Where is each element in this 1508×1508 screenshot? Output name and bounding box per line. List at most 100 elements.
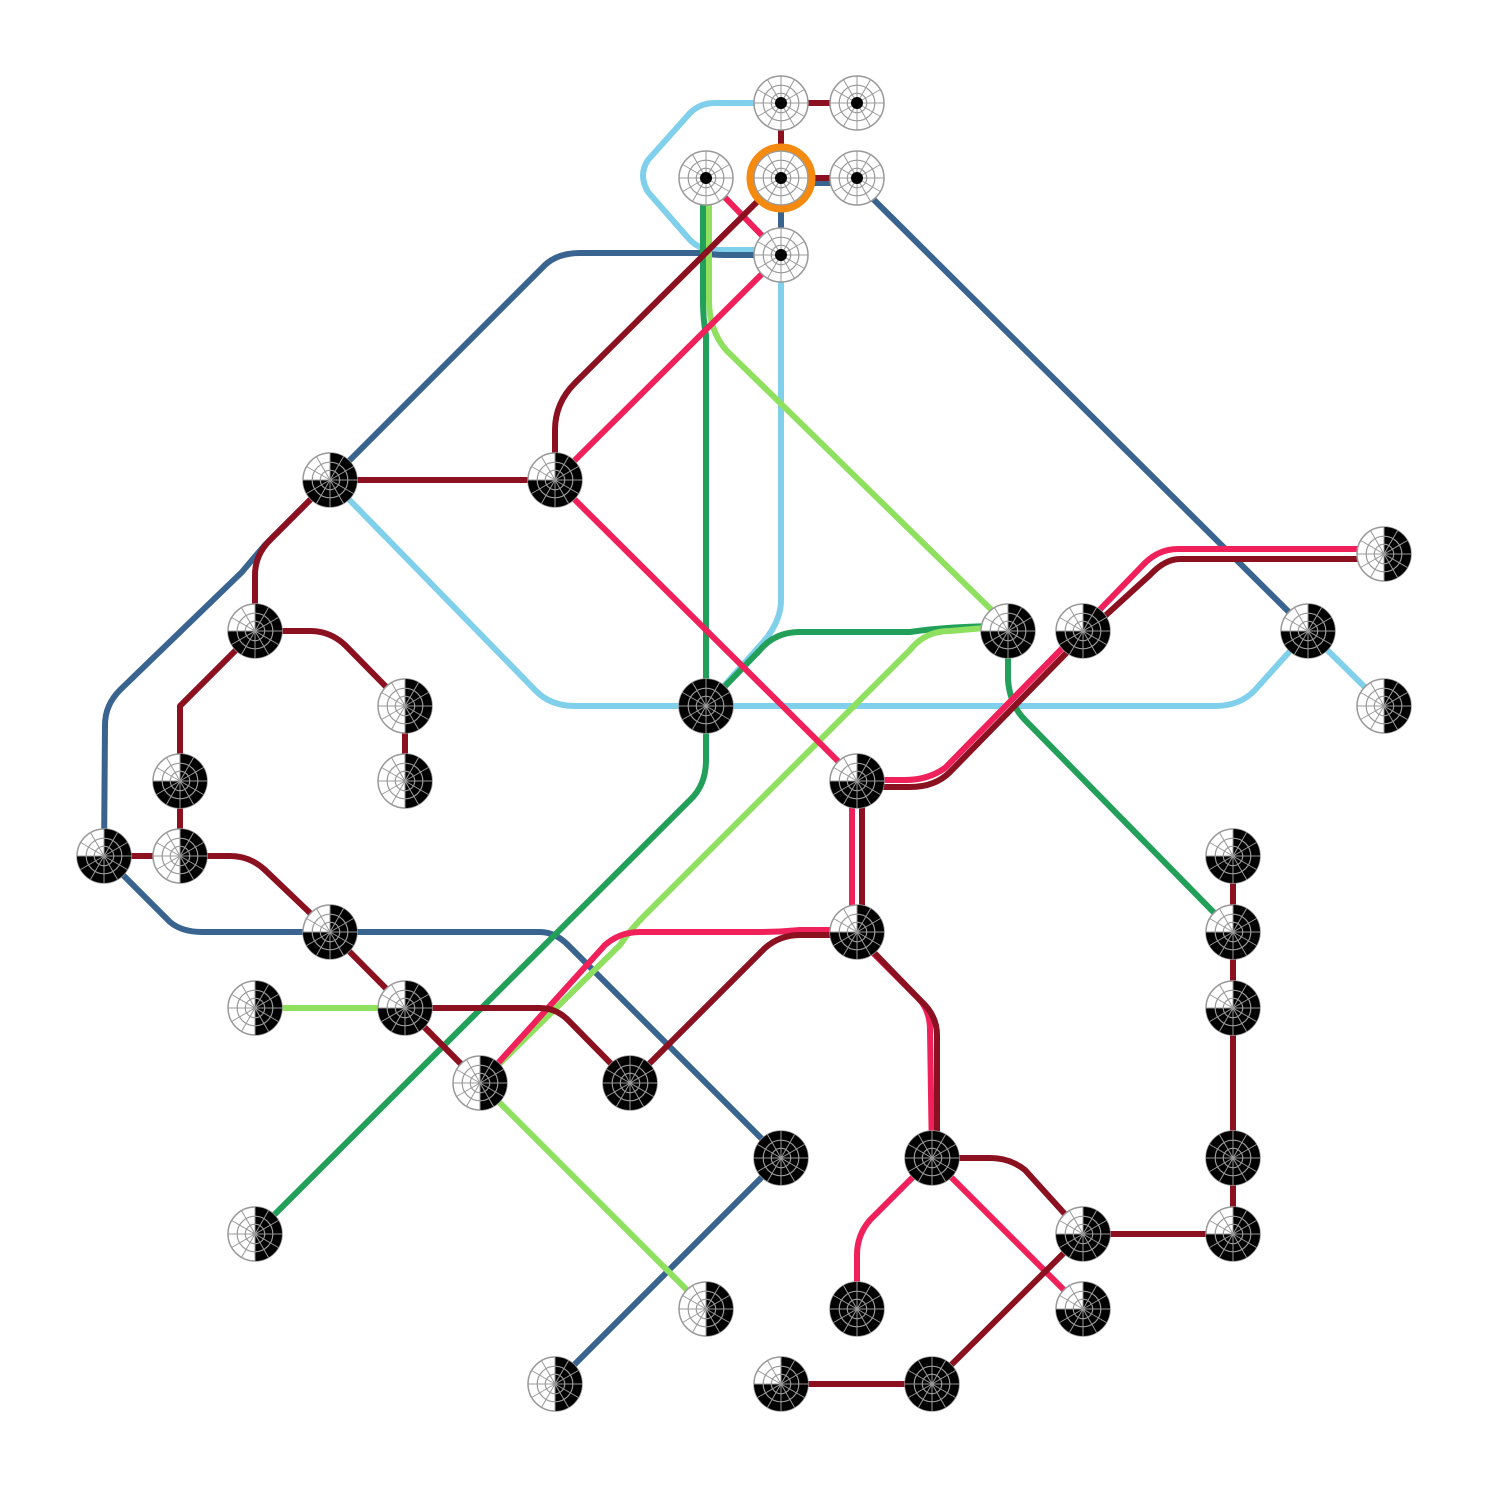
station-marker[interactable]: [302, 904, 358, 960]
station-marker[interactable]: [829, 150, 885, 206]
route-light-green[interactable]: [477, 197, 1011, 1086]
station-spoke: [231, 617, 279, 645]
station-marker[interactable]: [76, 828, 132, 884]
station-spoke: [1360, 540, 1408, 568]
station-core: [700, 172, 712, 184]
station-spoke: [1209, 842, 1257, 870]
station-spoke: [156, 842, 204, 870]
station-marker[interactable]: [753, 1356, 809, 1412]
route-dark-red[interactable]: [177, 853, 483, 1086]
station-marker[interactable]: [1205, 828, 1261, 884]
station-marker[interactable]: [1205, 1130, 1261, 1186]
station-spoke: [682, 1295, 730, 1323]
station-spoke: [381, 767, 429, 795]
station-spoke: [531, 466, 579, 494]
route-sky-blue[interactable]: [640, 100, 1311, 709]
station-marker[interactable]: [753, 1130, 809, 1186]
station-marker[interactable]: [302, 452, 358, 508]
route-crimson[interactable]: [402, 927, 860, 1086]
station-marker[interactable]: [602, 1055, 658, 1111]
station-spoke: [606, 1069, 654, 1097]
station-marker[interactable]: [829, 753, 885, 809]
route-dark-red[interactable]: [252, 628, 408, 784]
station-spoke: [231, 994, 279, 1022]
station-spoke: [833, 1295, 881, 1323]
station-core: [775, 249, 787, 261]
station-spoke: [1209, 994, 1257, 1022]
station-marker[interactable]: [1356, 678, 1412, 734]
route-green[interactable]: [252, 197, 709, 1237]
stations: [76, 75, 1412, 1412]
station-spoke: [757, 1144, 805, 1172]
station-spoke: [1209, 1144, 1257, 1172]
station-marker[interactable]: [527, 1356, 583, 1412]
station-marker[interactable]: [980, 603, 1036, 659]
station-spoke: [1059, 1220, 1107, 1248]
station-marker[interactable]: [746, 143, 816, 213]
station-marker[interactable]: [1205, 904, 1261, 960]
station-marker[interactable]: [829, 1281, 885, 1337]
route-dark-red[interactable]: [859, 556, 1387, 935]
station-core: [775, 172, 787, 184]
station-marker[interactable]: [1055, 603, 1111, 659]
station-spoke: [984, 617, 1032, 645]
route-dark-red[interactable]: [101, 100, 860, 859]
station-spoke: [80, 842, 128, 870]
station-spoke: [306, 918, 354, 946]
station-marker[interactable]: [227, 1206, 283, 1262]
station-marker[interactable]: [753, 75, 809, 131]
station-marker[interactable]: [377, 753, 433, 809]
station-marker[interactable]: [377, 980, 433, 1036]
station-spoke: [833, 767, 881, 795]
station-spoke: [456, 1069, 504, 1097]
station-marker[interactable]: [678, 678, 734, 734]
station-spoke: [1059, 617, 1107, 645]
route-crimson[interactable]: [929, 1155, 1086, 1312]
station-spoke: [1209, 918, 1257, 946]
station-spoke: [757, 1370, 805, 1398]
station-marker[interactable]: [904, 1356, 960, 1412]
station-spoke: [908, 1370, 956, 1398]
station-marker[interactable]: [829, 75, 885, 131]
route-lines: [101, 100, 1389, 1387]
station-spoke: [156, 767, 204, 795]
route-sky-blue[interactable]: [327, 477, 709, 709]
station-marker[interactable]: [1205, 1206, 1261, 1262]
station-marker[interactable]: [1280, 603, 1336, 659]
station-marker[interactable]: [678, 150, 734, 206]
station-marker[interactable]: [904, 1130, 960, 1186]
station-spoke: [908, 1144, 956, 1172]
route-light-green[interactable]: [252, 1005, 709, 1312]
station-marker[interactable]: [377, 678, 433, 734]
station-marker[interactable]: [227, 980, 283, 1036]
route-dark-red[interactable]: [402, 853, 1236, 1237]
station-spoke: [381, 692, 429, 720]
station-marker[interactable]: [1055, 1281, 1111, 1337]
station-marker[interactable]: [152, 828, 208, 884]
station-marker[interactable]: [1356, 526, 1412, 582]
station-spoke: [833, 918, 881, 946]
route-crimson[interactable]: [849, 546, 1387, 1312]
station-spoke: [231, 1220, 279, 1248]
station-marker[interactable]: [527, 452, 583, 508]
station-spoke: [682, 692, 730, 720]
station-marker[interactable]: [152, 753, 208, 809]
route-steel-blue[interactable]: [778, 180, 1311, 634]
selected-station-ring: [746, 143, 816, 213]
station-marker[interactable]: [1055, 1206, 1111, 1262]
station-spoke: [1059, 1295, 1107, 1323]
station-marker[interactable]: [829, 904, 885, 960]
station-marker[interactable]: [452, 1055, 508, 1111]
station-spoke: [381, 994, 429, 1022]
station-marker[interactable]: [227, 603, 283, 659]
station-spoke: [531, 1370, 579, 1398]
station-spoke: [306, 466, 354, 494]
station-marker[interactable]: [1205, 980, 1261, 1036]
station-spoke: [1209, 1220, 1257, 1248]
station-spoke: [1284, 617, 1332, 645]
station-marker[interactable]: [753, 227, 809, 283]
station-core: [775, 97, 787, 109]
station-marker[interactable]: [678, 1281, 734, 1337]
station-spoke: [1360, 692, 1408, 720]
